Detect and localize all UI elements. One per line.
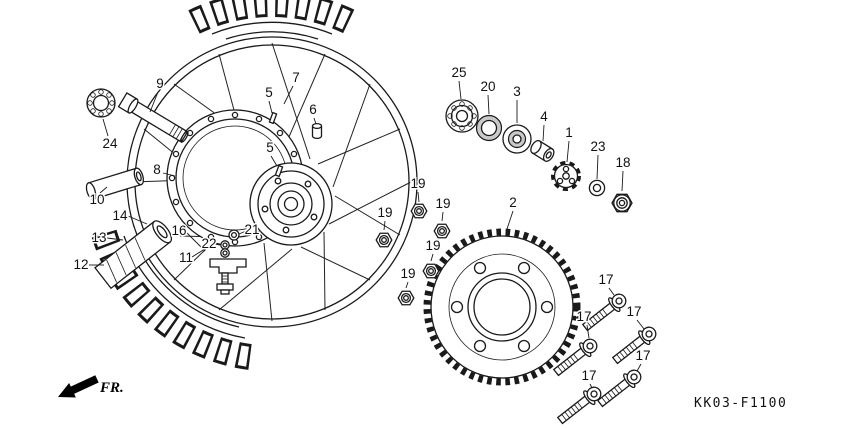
callout-22: 22 [201, 236, 216, 251]
callout-1: 1 [565, 125, 573, 140]
wheel-hub [249, 162, 333, 246]
callout-11: 11 [179, 250, 193, 265]
callout-4: 4 [540, 109, 548, 124]
adjuster-washer-22b [220, 248, 230, 258]
callout-6: 6 [309, 102, 317, 117]
callout-19-5: 19 [400, 266, 415, 281]
callout-17-4: 17 [635, 348, 650, 363]
callout-12: 12 [73, 257, 88, 272]
adjuster-washer-22a [220, 240, 230, 250]
callout-10: 10 [89, 192, 104, 207]
tire-top-tread [188, 0, 356, 40]
swingarm [94, 220, 173, 290]
part-6-nipple [311, 122, 323, 140]
flange-nut-19-2 [433, 223, 451, 239]
adjuster-washer-21 [228, 229, 240, 241]
callout-18: 18 [615, 155, 630, 170]
callout-8: 8 [153, 162, 161, 177]
callout-17-5: 17 [581, 368, 596, 383]
callout-19-1: 19 [410, 176, 425, 191]
side-collar-4 [530, 140, 555, 162]
washer-23 [588, 179, 606, 197]
fr-arrow [58, 375, 99, 398]
callout-21: 21 [244, 222, 259, 237]
callout-19-3: 19 [377, 205, 392, 220]
chain-adjuster [209, 229, 247, 295]
callout-2: 2 [509, 195, 517, 210]
callout-14: 14 [112, 208, 128, 223]
callout-19-4: 19 [425, 238, 440, 253]
flange-nut-19-1 [410, 203, 428, 219]
diagram-code: KK03-F1100 [694, 396, 787, 411]
callout-17-1: 17 [598, 272, 613, 287]
wheel-bearing-25 [445, 99, 479, 133]
callout-25: 25 [451, 65, 466, 80]
flange-nut-19-5 [397, 290, 415, 306]
stopper-plate-1 [551, 161, 581, 191]
callout-labels: 9 24 7 5 6 5 8 10 14 13 12 11 16 22 21 2… [72, 64, 652, 385]
axle-bearing-24 [86, 88, 116, 118]
fr-label: FR. [99, 380, 124, 396]
spoke-nipple-lower [274, 164, 284, 178]
spoke-nipple-upper [268, 111, 278, 125]
callout-16: 16 [171, 223, 186, 238]
callout-7: 7 [292, 70, 300, 85]
callout-24: 24 [102, 136, 118, 151]
callout-9: 9 [156, 76, 164, 91]
sprocket-bolt-holes [450, 261, 554, 353]
dust-seal-20 [475, 114, 503, 142]
flange-nut-19-3 [375, 232, 393, 248]
callout-5-lower: 5 [266, 140, 274, 155]
callout-17-3: 17 [576, 309, 591, 324]
callout-5-upper: 5 [265, 85, 273, 100]
callout-17-2: 17 [626, 304, 641, 319]
callout-13: 13 [91, 230, 106, 245]
callout-20: 20 [480, 79, 495, 94]
callout-23: 23 [590, 139, 605, 154]
driven-sprocket [423, 228, 581, 386]
rear-axle-bolt [117, 92, 189, 143]
leader-lines [89, 80, 645, 389]
adjuster-bracket [209, 258, 247, 274]
axle-nut-18 [611, 193, 633, 213]
callout-3: 3 [513, 84, 521, 99]
flange-nut-19-4 [422, 263, 440, 279]
callout-19-2: 19 [435, 196, 450, 211]
bearing-retainer-3 [502, 124, 532, 154]
